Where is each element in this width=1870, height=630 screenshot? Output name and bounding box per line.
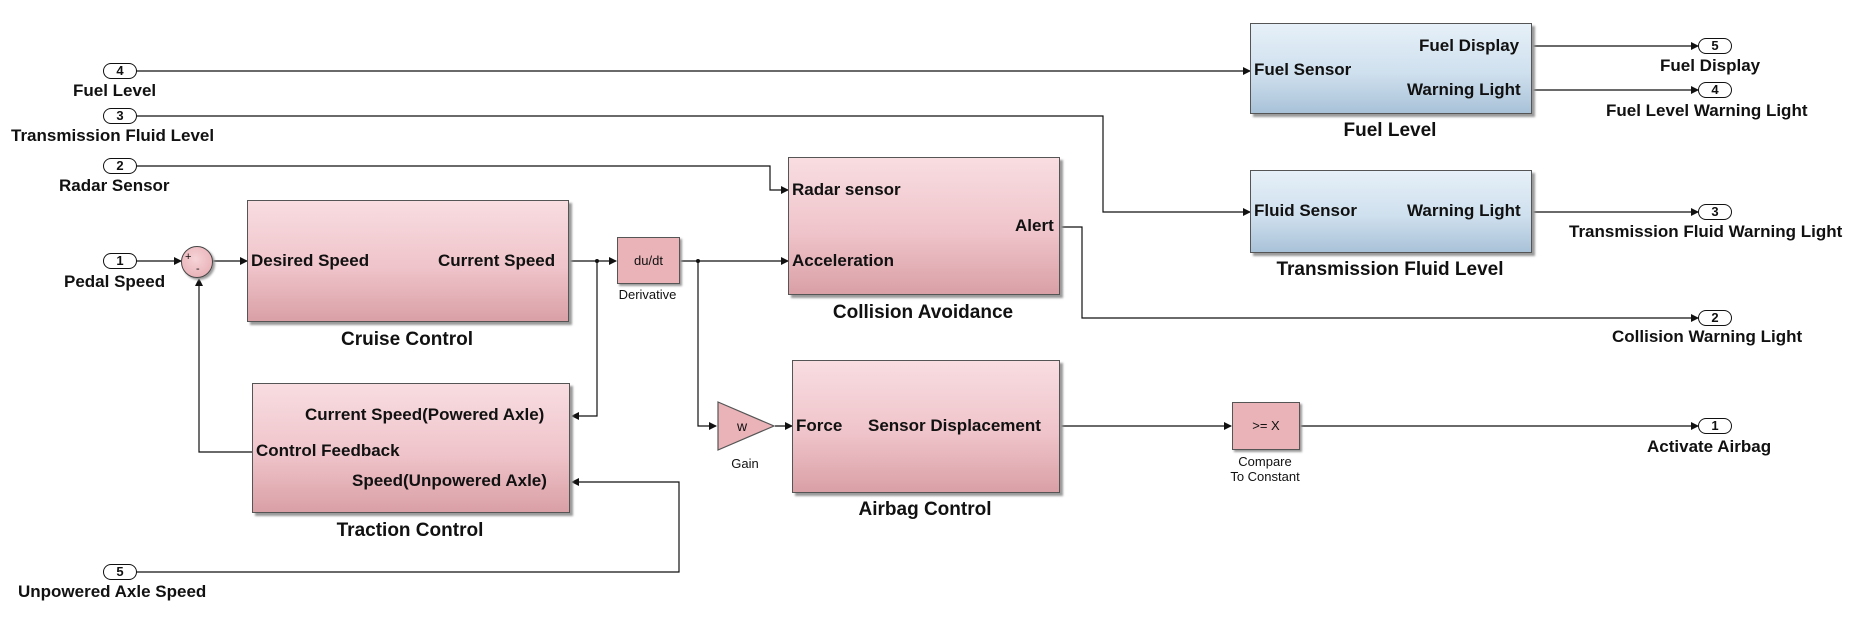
traction-control-block[interactable] <box>252 383 570 513</box>
traction-control-title: Traction Control <box>336 520 484 541</box>
collision-avoidance-block[interactable] <box>788 157 1060 295</box>
line-unpowered <box>135 478 680 573</box>
cruise-control-title: Cruise Control <box>341 329 473 350</box>
fuel-level-in-port: Fuel Sensor <box>1254 60 1352 79</box>
inport-label-pedal-speed: Pedal Speed <box>64 272 166 291</box>
derivative-block[interactable]: du/dt <box>617 237 680 284</box>
traction-control-in1-port: Current Speed(Powered Axle) <box>305 405 545 424</box>
line-feedback-sum <box>195 278 252 453</box>
airbag-control-out-port: Sensor Displacement <box>868 416 1041 435</box>
inport-radar-sensor[interactable]: 2 <box>103 158 137 174</box>
gain-label: Gain <box>731 456 759 471</box>
inport-unpowered-axle-speed[interactable]: 5 <box>103 564 137 580</box>
outport-fuel-display[interactable]: 5 <box>1698 38 1732 54</box>
fuel-level-block[interactable] <box>1250 23 1532 114</box>
cruise-control-in-port: Desired Speed <box>251 251 370 270</box>
outport-label-transmission-fluid-warning-light: Transmission Fluid Warning Light <box>1569 222 1843 241</box>
transmission-fluid-level-title: Transmission Fluid Level <box>1276 259 1504 280</box>
outport-label-activate-airbag: Activate Airbag <box>1647 437 1772 456</box>
compare-to-constant-block[interactable]: >= X <box>1232 402 1300 450</box>
branch-point <box>696 259 700 263</box>
traction-control-out-port: Control Feedback <box>256 441 400 460</box>
traction-control-in2-port: Speed(Unpowered Axle) <box>352 471 547 490</box>
line-alert <box>1059 226 1699 322</box>
fuel-level-title: Fuel Level <box>1343 120 1437 141</box>
outport-label-fuel-display: Fuel Display <box>1660 56 1761 75</box>
gain-value: w <box>736 418 748 434</box>
collision-avoidance-title: Collision Avoidance <box>832 302 1014 323</box>
collision-avoidance-out-port: Alert <box>1015 216 1054 235</box>
inport-fuel-level[interactable]: 4 <box>103 63 137 79</box>
airbag-control-in-port: Force <box>796 416 843 435</box>
inport-transmission-fluid-level[interactable]: 3 <box>103 108 137 124</box>
airbag-control-block[interactable] <box>792 360 1060 493</box>
inport-pedal-speed[interactable]: 1 <box>103 253 137 269</box>
line-transmission-fluid <box>135 115 1251 216</box>
transmission-fluid-level-out-port: Warning Light <box>1407 201 1521 220</box>
inport-label-unpowered-axle-speed: Unpowered Axle Speed <box>18 582 207 601</box>
inport-label-transmission-fluid-level: Transmission Fluid Level <box>11 126 215 145</box>
line-branch-gain <box>697 261 717 430</box>
compare-label-line1: Compare <box>1238 454 1292 469</box>
outport-transmission-fluid-warning-light[interactable]: 3 <box>1698 204 1732 220</box>
airbag-control-title: Airbag Control <box>858 499 992 520</box>
sum-block[interactable] <box>181 246 213 278</box>
cruise-control-block[interactable] <box>247 200 569 322</box>
line-radar <box>135 165 789 194</box>
outport-fuel-level-warning-light[interactable]: 4 <box>1698 82 1732 98</box>
branch-point <box>595 259 599 263</box>
collision-avoidance-in2-port: Acceleration <box>792 251 895 270</box>
sum-plus-sign: + <box>185 251 192 263</box>
cruise-control-out-port: Current Speed <box>438 251 556 270</box>
collision-avoidance-in1-port: Radar sensor <box>792 180 901 199</box>
transmission-fluid-level-block[interactable] <box>1250 170 1532 253</box>
outport-label-fuel-level-warning-light: Fuel Level Warning Light <box>1606 101 1808 120</box>
inport-label-radar-sensor: Radar Sensor <box>59 176 170 195</box>
outport-activate-airbag[interactable]: 1 <box>1698 418 1732 434</box>
sum-minus-sign: - <box>196 263 200 275</box>
inport-label-fuel-level: Fuel Level <box>73 81 157 100</box>
line-branch-traction <box>571 261 598 420</box>
transmission-fluid-level-in-port: Fluid Sensor <box>1254 201 1357 220</box>
compare-label-line2: To Constant <box>1230 469 1300 484</box>
outport-collision-warning-light[interactable]: 2 <box>1698 310 1732 326</box>
outport-label-collision-warning-light: Collision Warning Light <box>1612 327 1803 346</box>
derivative-label: Derivative <box>618 287 677 302</box>
fuel-level-out2-port: Warning Light <box>1407 80 1521 99</box>
fuel-level-out1-port: Fuel Display <box>1419 36 1520 55</box>
gain-block[interactable]: w <box>716 400 778 454</box>
